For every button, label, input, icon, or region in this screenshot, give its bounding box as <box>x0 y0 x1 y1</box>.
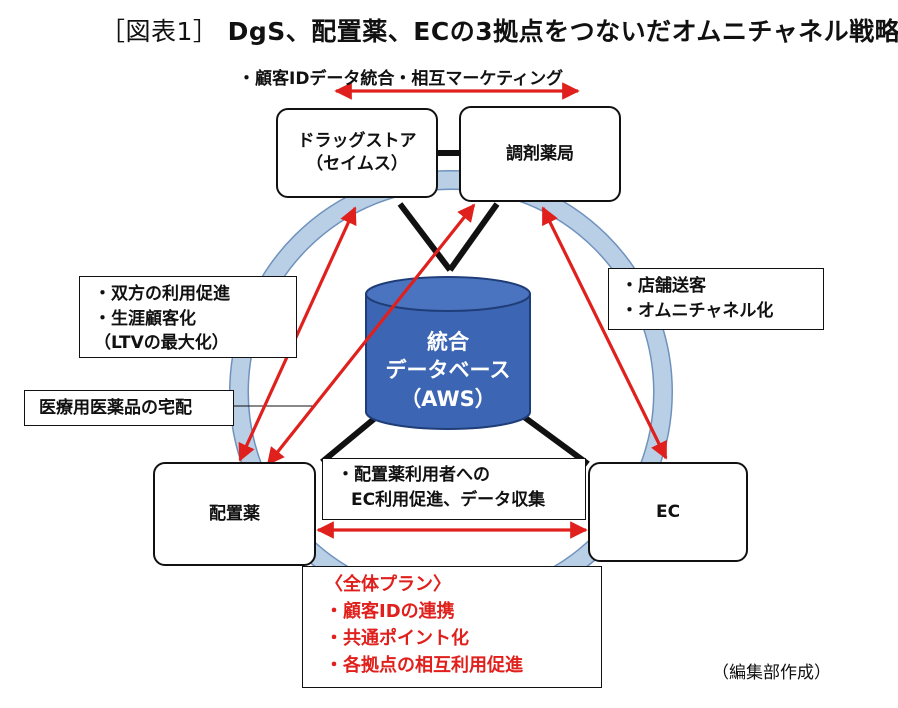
node-drugstore: ドラッグストア （セイムス） <box>276 108 438 198</box>
diagram-title: ［図表1］ DgS、配置薬、ECの3拠点をつないだオムニチャネル戦略 <box>100 12 898 48</box>
connector-pharmacy-db <box>447 202 500 272</box>
note-store-referral-1: ・店舗送客 <box>621 276 706 296</box>
note-mutual-use: ・双方の利用促進 ・生涯顧客化 （LTVの最大化） <box>79 276 297 358</box>
source-credit: （編集部作成） <box>712 663 831 683</box>
database-label: 統合 データベース （AWS） <box>366 328 530 413</box>
relationship-arrows <box>238 82 668 539</box>
node-drugstore-line1: ドラッグストア <box>297 131 417 152</box>
title-main: DgS、配置薬、ECの3拠点をつないだオムニチャネル戦略 <box>227 17 898 46</box>
connector-ec-db <box>518 411 590 467</box>
note-mutual-use-2: ・生涯顧客化 <box>94 308 196 329</box>
plan-heading: 〈全体プラン〉 <box>325 574 451 595</box>
node-pharmacy: 調剤薬局 <box>459 106 621 202</box>
plan-item-3: ・各拠点の相互利用促進 <box>325 655 523 676</box>
note-ec-promotion-1: ・配置薬利用者への <box>337 465 490 485</box>
overall-plan-box: 〈全体プラン〉 ・顧客IDの連携 ・共通ポイント化 ・各拠点の相互利用促進 <box>302 566 602 688</box>
plan-item-1: ・顧客IDの連携 <box>325 601 455 622</box>
node-pharmacy-label: 調剤薬局 <box>506 143 574 164</box>
note-mutual-use-1: ・双方の利用促進 <box>94 284 230 304</box>
note-ec-promotion-2: EC利用促進、データ収集 <box>351 489 546 510</box>
note-delivery-text: 医療用医薬品の宅配 <box>39 398 192 418</box>
note-store-referral-2: ・オムニチャネル化 <box>621 300 774 321</box>
note-ec-promotion: ・配置薬利用者への EC利用促進、データ収集 <box>322 458 586 520</box>
title-prefix: ［図表1］ <box>100 17 219 46</box>
connector-placement-db <box>320 411 382 465</box>
note-store-referral: ・店舗送客 ・オムニチャネル化 <box>608 268 824 330</box>
node-placement-medicine: 配置薬 <box>153 462 316 566</box>
arrow-pharmacy-ec <box>541 206 668 460</box>
node-ec: EC <box>588 462 748 562</box>
node-placement-label: 配置薬 <box>209 503 260 524</box>
note-mutual-use-3: （LTVの最大化） <box>94 333 229 354</box>
node-drugstore-line2: （セイムス） <box>306 154 408 174</box>
database-line1: 統合 <box>427 330 469 354</box>
arrow-pharmacy-placement <box>266 203 476 466</box>
note-delivery: 医療用医薬品の宅配 <box>24 390 234 426</box>
node-ec-label: EC <box>655 501 681 522</box>
connector-drugstore-db <box>397 202 453 272</box>
database-line3: （AWS） <box>400 386 496 411</box>
database-line2: データベース <box>385 358 511 383</box>
top-arrow-note: ・顧客IDデータ統合・相互マーケティング <box>238 69 564 89</box>
plan-item-2: ・共通ポイント化 <box>325 628 469 649</box>
